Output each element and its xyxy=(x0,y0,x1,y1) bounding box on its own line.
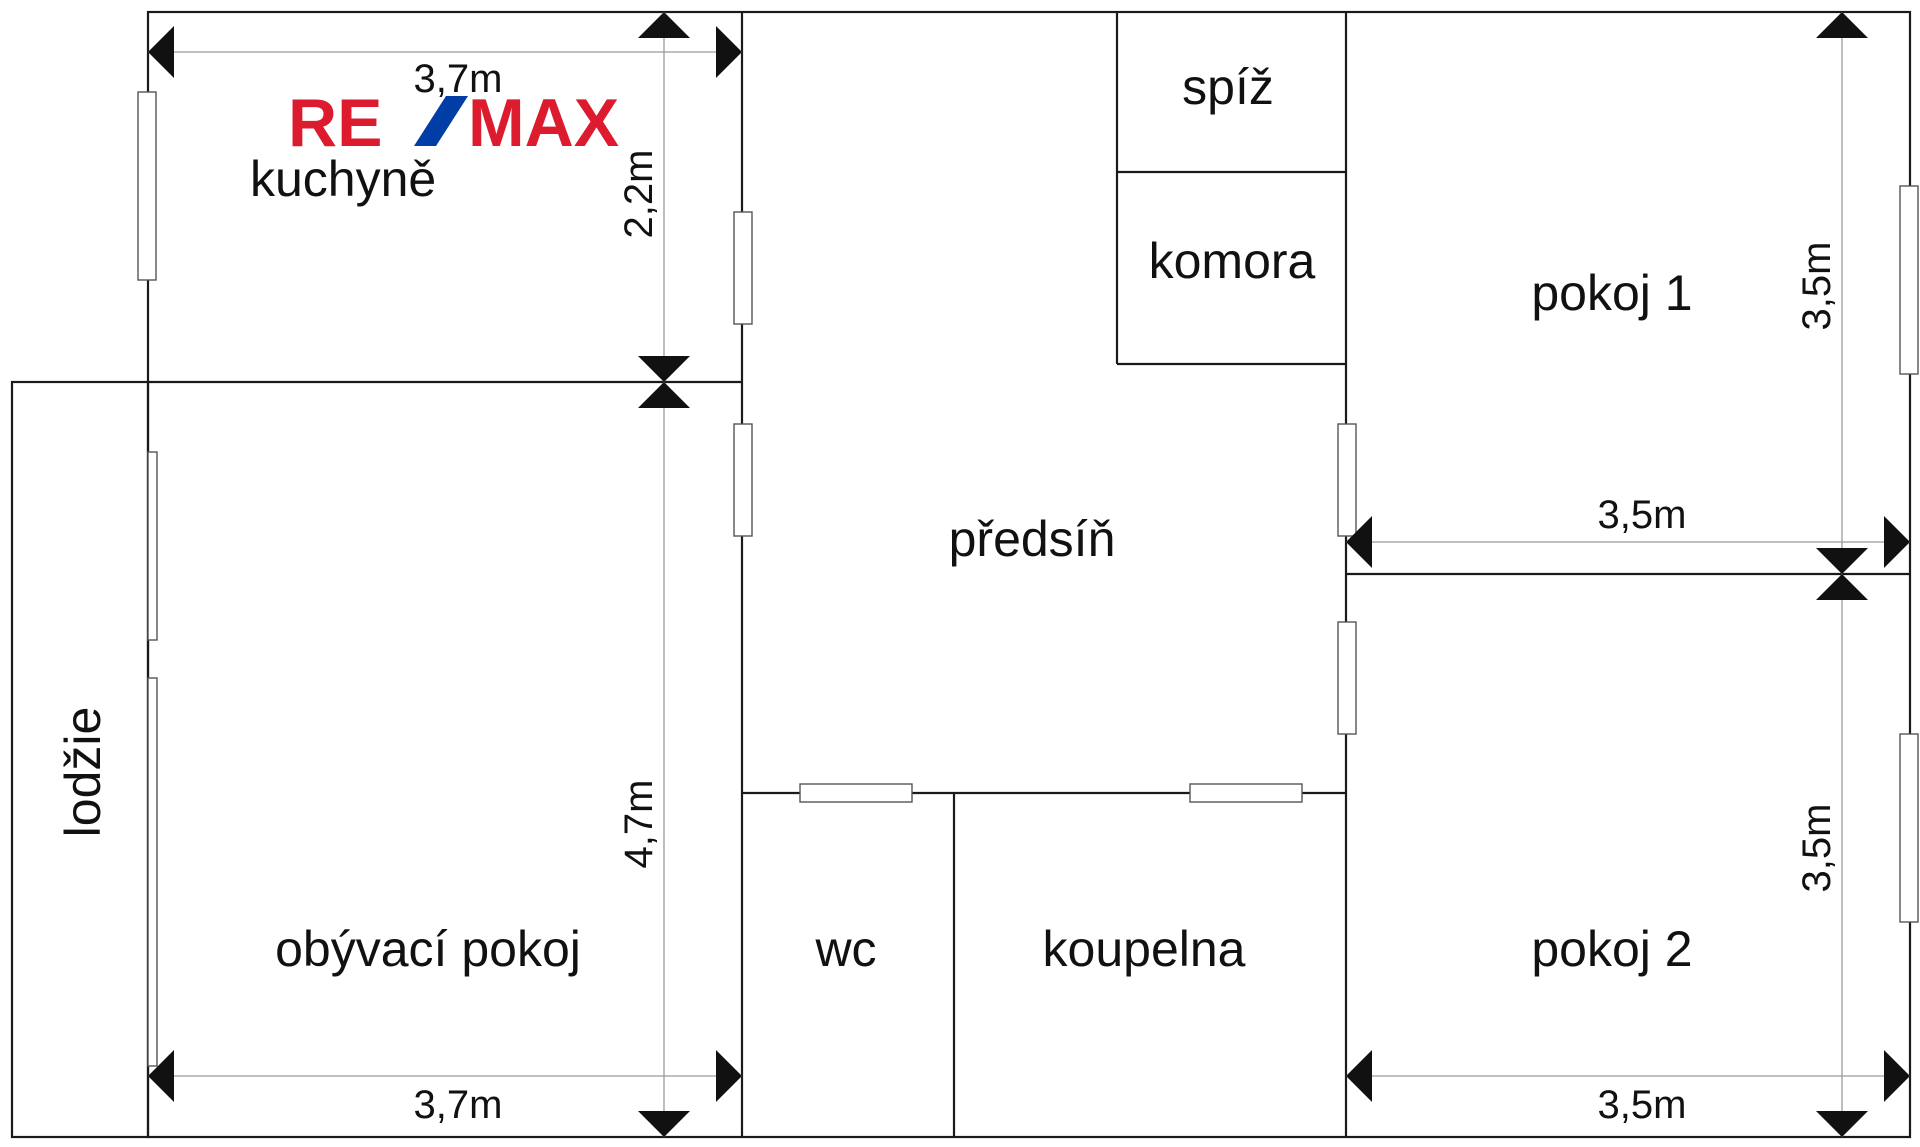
arrow-down-icon xyxy=(638,356,690,382)
arrow-up-icon xyxy=(1816,12,1868,38)
arrow-up-icon xyxy=(1816,574,1868,600)
dimension-lines xyxy=(148,12,1910,1137)
arrow-right-icon xyxy=(716,26,742,78)
arrow-right-icon xyxy=(1884,516,1910,568)
bathroom-door xyxy=(1189,783,1303,803)
loggia-window-1 xyxy=(147,451,158,641)
kitchen-window xyxy=(137,91,157,281)
dim-label-room2-height: 3,5m xyxy=(1795,804,1839,893)
dim-label-living-height: 4,7m xyxy=(617,780,661,869)
room-label-loggia: lodžie xyxy=(55,707,111,838)
arrow-down-icon xyxy=(638,1111,690,1137)
loggia-window-2 xyxy=(147,677,158,1067)
room1-window xyxy=(1899,185,1919,375)
openings xyxy=(137,91,1919,1067)
room1-door xyxy=(1337,423,1357,537)
room-label-pantry: spíž xyxy=(1182,59,1274,115)
arrow-left-icon xyxy=(148,26,174,78)
room-label-living-room: obývací pokoj xyxy=(275,921,581,977)
dimension-labels: 3,7m 2,2m 4,7m 3,7m 3,5m 3,5m 3,5m 3,5m xyxy=(414,57,1839,1127)
arrow-left-icon xyxy=(1346,516,1372,568)
arrow-down-icon xyxy=(1816,1111,1868,1137)
kitchen-door xyxy=(733,211,753,325)
dim-label-kitchen-width: 3,7m xyxy=(414,57,503,101)
logo-text-left: RE xyxy=(288,85,382,161)
dim-label-room2-width: 3,5m xyxy=(1598,1083,1687,1127)
room-label-room1: pokoj 1 xyxy=(1531,265,1692,321)
room2-window xyxy=(1899,733,1919,923)
dim-label-kitchen-height: 2,2m xyxy=(617,150,661,239)
arrow-right-icon xyxy=(1884,1050,1910,1102)
dim-label-living-width: 3,7m xyxy=(414,1083,503,1127)
logo-text-right: MAX xyxy=(468,85,619,161)
logo-slash xyxy=(414,96,468,146)
remax-logo: RE MAX xyxy=(288,85,619,161)
room-label-room2: pokoj 2 xyxy=(1531,921,1692,977)
room-label-bathroom: koupelna xyxy=(1043,921,1246,977)
walls xyxy=(10,10,1912,1139)
arrow-up-icon xyxy=(638,12,690,38)
room-label-kitchen: kuchyně xyxy=(250,151,436,207)
arrow-up-icon xyxy=(638,382,690,408)
room-labels: kuchyně spíž komora pokoj 1 předsíň lodž… xyxy=(55,59,1693,977)
room-label-storage: komora xyxy=(1149,233,1316,289)
arrow-right-icon xyxy=(716,1050,742,1102)
arrow-left-icon xyxy=(148,1050,174,1102)
living-door xyxy=(733,423,753,537)
wc-door xyxy=(799,783,913,803)
arrow-down-icon xyxy=(1816,548,1868,574)
room2-door xyxy=(1337,621,1357,735)
arrow-left-icon xyxy=(1346,1050,1372,1102)
room-label-hall: předsíň xyxy=(949,511,1116,567)
room-label-wc: wc xyxy=(814,921,876,977)
dim-label-room1-width: 3,5m xyxy=(1598,493,1687,537)
dimension-arrows xyxy=(148,12,1910,1137)
dim-label-room1-height: 3,5m xyxy=(1795,242,1839,331)
